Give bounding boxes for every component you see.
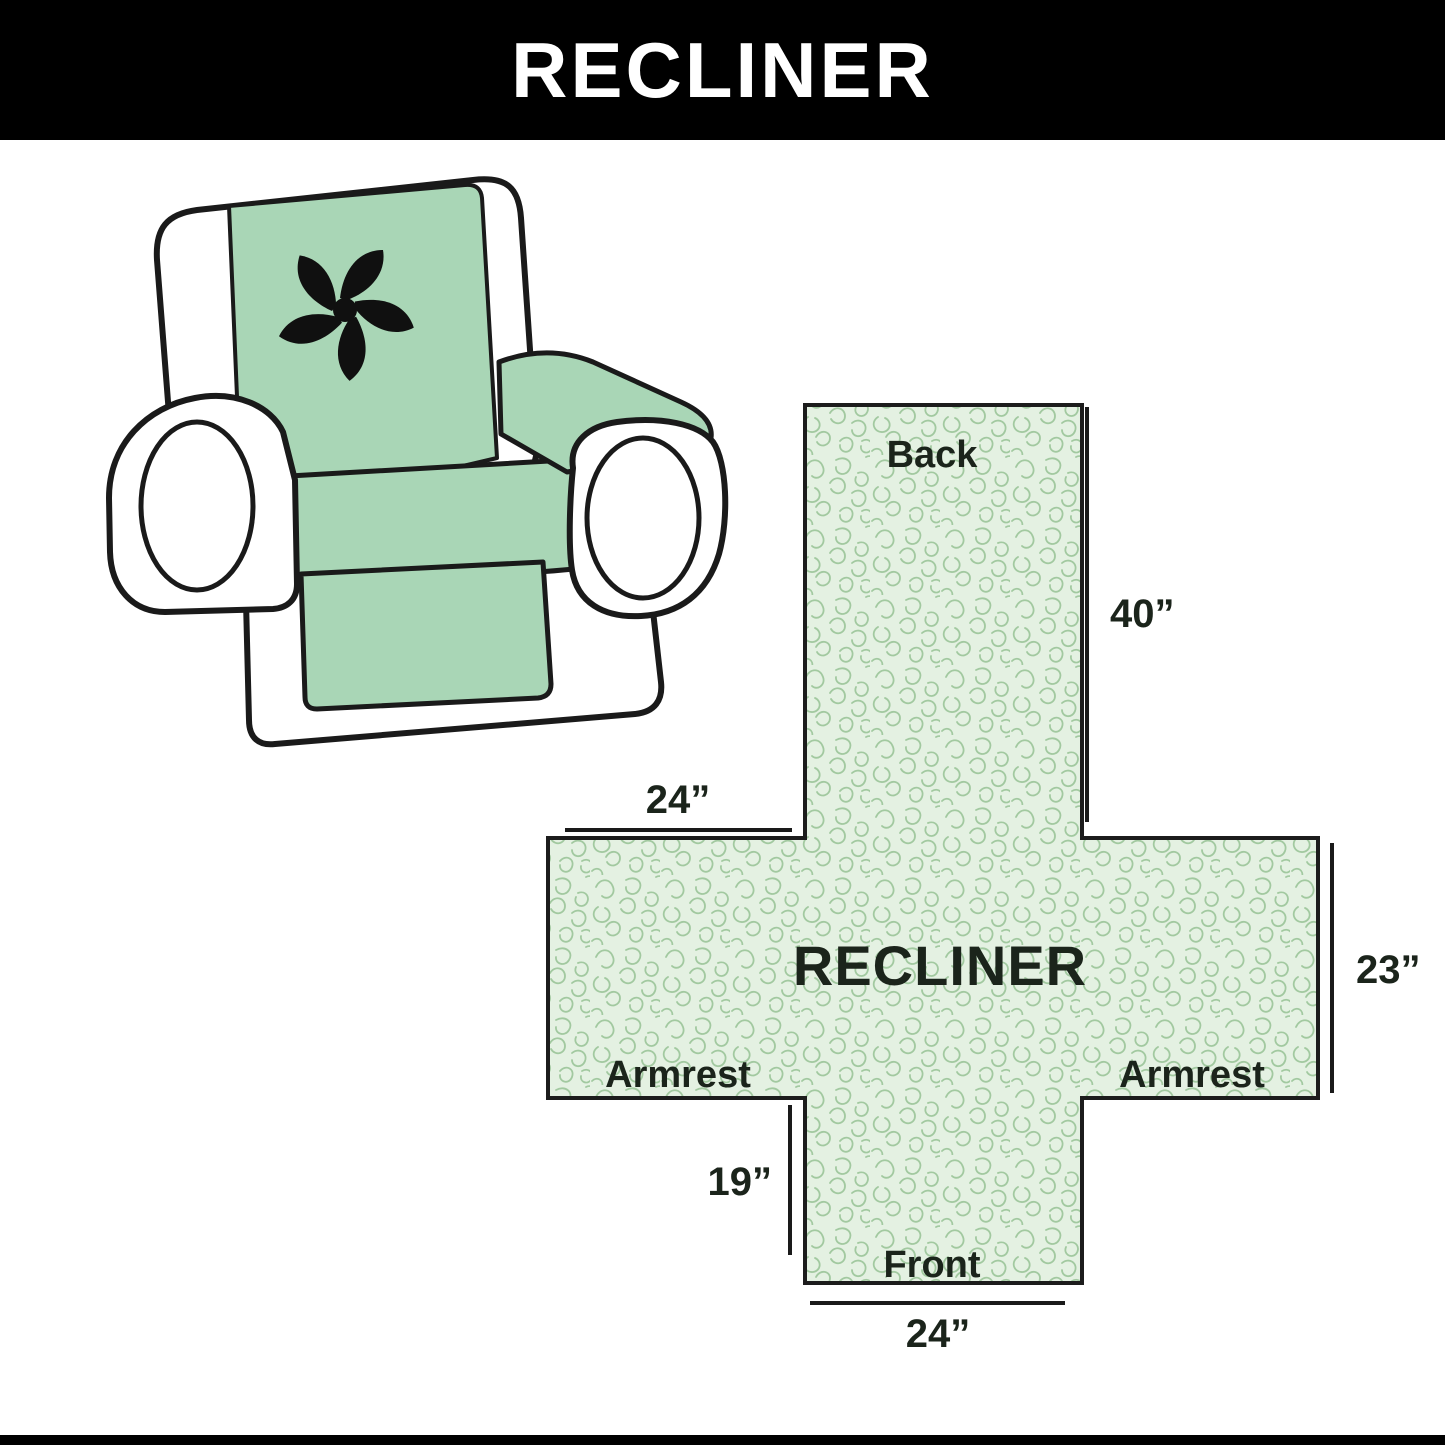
chair-left-arm bbox=[106, 392, 300, 615]
top-width-dim: 24” bbox=[646, 778, 711, 822]
pinwheel-logo-icon bbox=[278, 250, 414, 381]
front-width-dim: 24” bbox=[906, 1312, 971, 1356]
chair-left-arm-roll bbox=[138, 419, 256, 593]
title-banner: RECLINER bbox=[0, 0, 1445, 140]
armrest-right-label: Armrest bbox=[1119, 1054, 1265, 1096]
front-height-dim: 19” bbox=[708, 1160, 773, 1204]
armrest-left-label: Armrest bbox=[605, 1054, 751, 1096]
page-title: RECLINER bbox=[511, 25, 934, 114]
diagram-center-label: RECLINER bbox=[793, 934, 1087, 997]
back-label: Back bbox=[887, 434, 979, 476]
back-height-dim: 40” bbox=[1110, 592, 1175, 636]
bottom-divider bbox=[0, 1435, 1445, 1445]
chair-front-cover bbox=[298, 559, 554, 712]
side-height-dim: 23” bbox=[1356, 948, 1420, 992]
front-label: Front bbox=[883, 1244, 980, 1286]
cover-cross-shape bbox=[546, 403, 1320, 1285]
chair-right-arm-roll bbox=[584, 435, 702, 601]
recliner-chair-illustration bbox=[106, 176, 729, 748]
cover-dimension-diagram: Back 40” 24” RECLINER 23” Armrest Armres… bbox=[546, 403, 1420, 1356]
